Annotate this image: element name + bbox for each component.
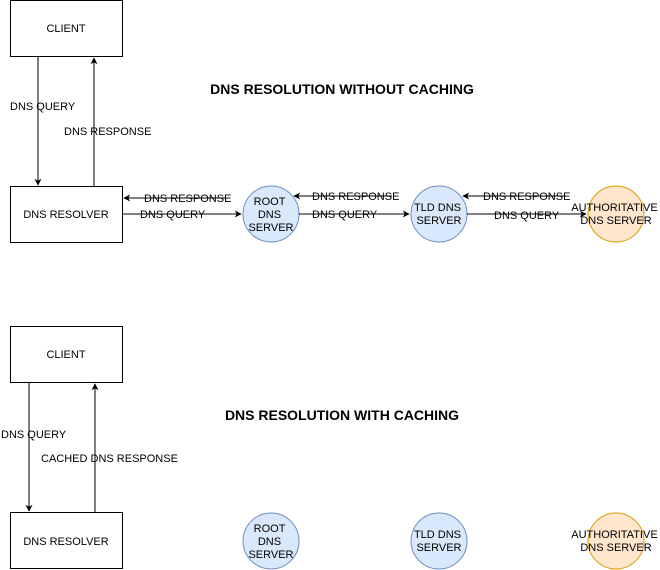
root-dns-server-top: ROOT DNS SERVER [242, 185, 300, 243]
edge-label-dns-response: DNS RESPONSE [144, 193, 231, 205]
resolver-label: DNS RESOLVER [23, 536, 108, 548]
client-node-top: CLIENT [10, 0, 123, 57]
edge-label-cached-response: CACHED DNS RESPONSE [41, 453, 178, 465]
authoritative-server-label: AUTHORITATIVE DNS SERVER [571, 202, 660, 227]
title-without-caching: DNS RESOLUTION WITHOUT CACHING [210, 81, 474, 97]
tld-server-label: TLD DNS SERVER [414, 202, 464, 227]
edge-label-dns-response: DNS RESPONSE [312, 191, 399, 203]
edge-label-dns-query: DNS QUERY [1, 429, 67, 441]
client-node-bottom: CLIENT [10, 326, 123, 383]
resolver-node-bottom: DNS RESOLVER [10, 512, 123, 569]
root-dns-server-bottom: ROOT DNS SERVER [242, 512, 300, 570]
resolver-node-top: DNS RESOLVER [10, 186, 123, 243]
edge-label-dns-query: DNS QUERY [312, 209, 378, 221]
edge-label-dns-response: DNS RESPONSE [483, 191, 570, 203]
edge-label-dns-query: DNS QUERY [140, 209, 206, 221]
tld-server-label: TLD DNS SERVER [414, 529, 464, 554]
client-label: CLIENT [46, 23, 85, 35]
tld-dns-server-bottom: TLD DNS SERVER [410, 512, 468, 570]
edge-label-dns-query: DNS QUERY [10, 101, 76, 113]
edge-label-dns-response: DNS RESPONSE [64, 126, 151, 138]
authoritative-dns-server-top: AUTHORITATIVE DNS SERVER [571, 185, 660, 243]
authoritative-server-label: AUTHORITATIVE DNS SERVER [571, 529, 660, 554]
root-server-label: ROOT DNS SERVER [248, 523, 293, 561]
title-with-caching: DNS RESOLUTION WITH CACHING [225, 407, 459, 423]
root-server-label: ROOT DNS SERVER [248, 196, 293, 234]
edge-label-dns-query: DNS QUERY [494, 210, 560, 222]
authoritative-dns-server-bottom: AUTHORITATIVE DNS SERVER [571, 512, 660, 570]
tld-dns-server-top: TLD DNS SERVER [410, 185, 468, 243]
resolver-label: DNS RESOLVER [23, 209, 108, 221]
client-label: CLIENT [46, 349, 85, 361]
